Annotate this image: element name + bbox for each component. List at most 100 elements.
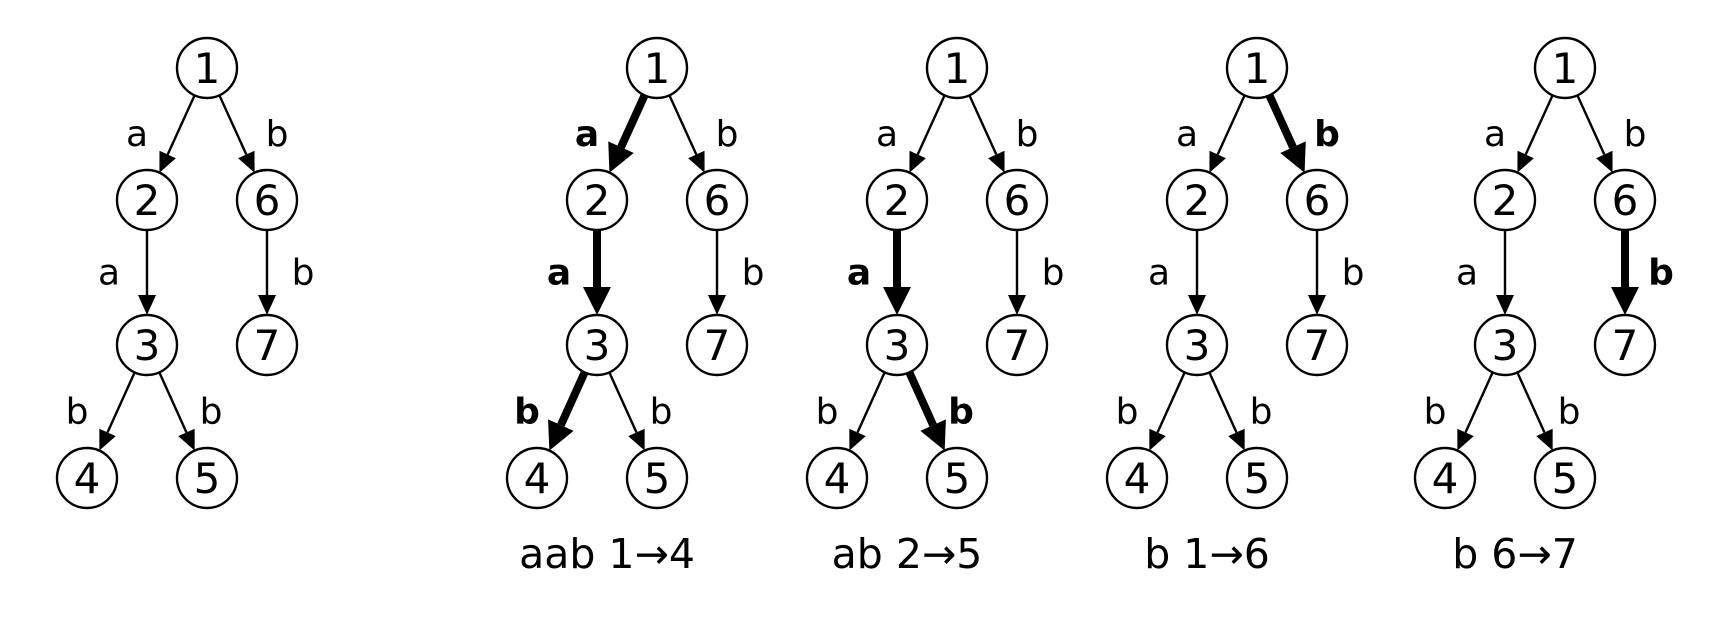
node-3 — [865, 313, 929, 377]
node-label-7: 7 — [1004, 321, 1031, 370]
node-label-5: 5 — [1552, 454, 1579, 503]
node-label-5: 5 — [194, 454, 221, 503]
arrowhead-1-2 — [159, 150, 176, 173]
edge-label-3-5: b — [1558, 392, 1581, 433]
edge-label-1-2: a — [575, 114, 599, 155]
edge-label-3-4: b — [816, 392, 839, 433]
node-3 — [1473, 313, 1537, 377]
arrowhead-3-5 — [1228, 428, 1245, 451]
arrowhead-1-6 — [1596, 150, 1613, 173]
edge-label-3-5: b — [948, 392, 974, 433]
edge-label-2-3: a — [1148, 253, 1170, 294]
arrowhead-1-2 — [608, 141, 634, 173]
node-label-4: 4 — [74, 454, 101, 503]
node-2 — [1165, 168, 1229, 232]
node-1 — [925, 36, 989, 100]
node-5 — [625, 446, 689, 510]
edge-3-4 — [1464, 371, 1494, 433]
node-6 — [685, 168, 749, 232]
edge-label-6-7: b — [1042, 253, 1065, 294]
edge-1-6 — [668, 94, 698, 155]
node-label-6: 6 — [1304, 176, 1331, 225]
edge-1-2 — [166, 94, 196, 155]
node-label-5: 5 — [944, 454, 971, 503]
node-label-5: 5 — [644, 454, 671, 503]
node-label-6: 6 — [1004, 176, 1031, 225]
node-1 — [625, 36, 689, 100]
node-label-2: 2 — [584, 176, 611, 225]
arrowhead-2-3 — [1188, 295, 1206, 315]
arrowhead-3-5 — [920, 419, 946, 451]
node-label-5: 5 — [1244, 454, 1271, 503]
edge-label-3-4: b — [1424, 392, 1447, 433]
node-5 — [1225, 446, 1289, 510]
panel-caption-5: b 6→7 — [1452, 530, 1578, 578]
node-2 — [565, 168, 629, 232]
node-label-2: 2 — [134, 176, 161, 225]
edge-1-6 — [218, 94, 248, 155]
arrowhead-1-2 — [909, 150, 926, 173]
edge-label-3-4: b — [514, 392, 540, 433]
node-label-3: 3 — [884, 321, 911, 370]
node-label-1: 1 — [944, 44, 971, 93]
node-5 — [1533, 446, 1597, 510]
edge-1-2 — [1216, 94, 1246, 155]
node-1 — [1533, 36, 1597, 100]
node-label-6: 6 — [254, 176, 281, 225]
arrowhead-1-2 — [1209, 150, 1226, 173]
node-5 — [925, 446, 989, 510]
node-label-6: 6 — [1612, 176, 1639, 225]
node-3 — [565, 313, 629, 377]
node-7 — [685, 313, 749, 377]
node-4 — [55, 446, 119, 510]
node-label-2: 2 — [1184, 176, 1211, 225]
highlighted-edge-1-2 — [617, 93, 649, 149]
node-label-7: 7 — [704, 321, 731, 370]
edge-label-3-4: b — [66, 392, 89, 433]
arrowhead-3-4 — [99, 428, 116, 451]
node-4 — [1105, 446, 1169, 510]
edge-label-1-2: a — [1484, 114, 1506, 155]
edge-label-1-2: a — [126, 114, 148, 155]
edge-label-1-6: b — [1016, 114, 1039, 155]
node-4 — [1413, 446, 1477, 510]
node-label-3: 3 — [1492, 321, 1519, 370]
node-1 — [1225, 36, 1289, 100]
edge-label-2-3: a — [547, 253, 571, 294]
node-7 — [235, 313, 299, 377]
node-4 — [505, 446, 569, 510]
edge-3-5 — [158, 371, 188, 433]
node-3 — [115, 313, 179, 377]
edge-label-3-5: b — [650, 392, 673, 433]
edge-3-5 — [1516, 371, 1546, 433]
arrowhead-6-7 — [708, 295, 726, 315]
node-label-1: 1 — [644, 44, 671, 93]
edge-3-4 — [1156, 371, 1186, 433]
node-label-7: 7 — [254, 321, 281, 370]
arrowhead-2-3 — [883, 287, 911, 315]
edge-1-6 — [968, 94, 998, 155]
edge-label-6-7: b — [1648, 253, 1674, 294]
arrowhead-3-5 — [178, 428, 195, 451]
edge-label-1-6: b — [1624, 114, 1647, 155]
arrowhead-1-2 — [1517, 150, 1534, 173]
edge-label-6-7: b — [742, 253, 765, 294]
arrowhead-3-4 — [548, 419, 574, 451]
edge-1-2 — [1524, 94, 1554, 155]
node-2 — [1473, 168, 1537, 232]
edge-label-2-3: a — [847, 253, 871, 294]
edge-label-1-6: b — [1314, 114, 1340, 155]
node-label-3: 3 — [1184, 321, 1211, 370]
node-label-1: 1 — [1244, 44, 1271, 93]
panel-caption-4: b 1→6 — [1144, 530, 1270, 578]
node-label-4: 4 — [1432, 454, 1459, 503]
highlighted-edge-3-4 — [557, 370, 589, 427]
node-label-4: 4 — [524, 454, 551, 503]
edge-label-3-5: b — [1250, 392, 1273, 433]
